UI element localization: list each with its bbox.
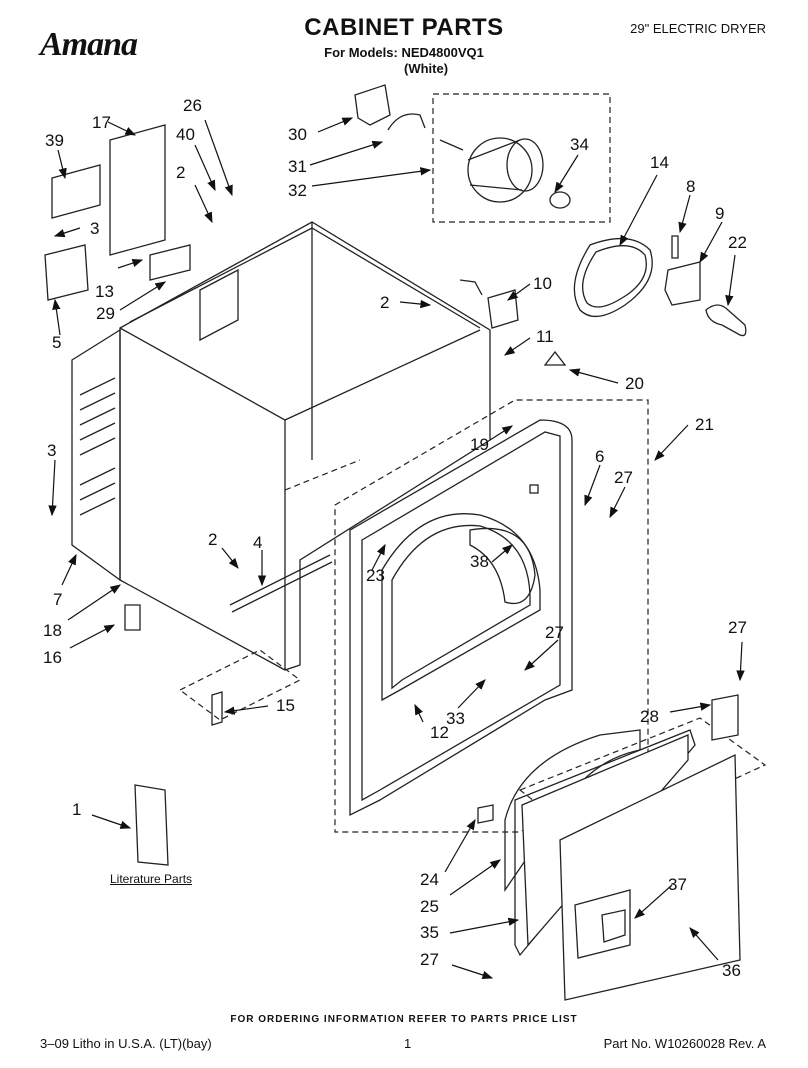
door-hinge [711,694,739,741]
bracket-15 [211,691,223,726]
foot-20 [543,350,567,366]
callout-34: 34 [570,135,589,154]
callout-5: 5 [52,333,61,352]
callout-12: 12 [430,723,449,742]
callout-33: 33 [446,709,465,728]
callout-22: 22 [728,233,747,252]
callout-29: 29 [96,304,115,323]
models-line: For Models: NED4800VQ1 [324,45,484,60]
callout-27c: 27 [728,618,747,637]
callout-23: 23 [366,566,385,585]
ordering-note: FOR ORDERING INFORMATION REFER TO PARTS … [230,1014,578,1025]
door-assembly [504,729,741,1001]
drive-belt [573,237,653,317]
callout-11: 11 [536,327,554,346]
front-panel [349,419,573,817]
callout-20: 20 [625,374,644,393]
callout-1: 1 [72,800,81,819]
screw-8 [671,235,679,259]
callout-25: 25 [420,897,439,916]
page-title: CABINET PARTS [304,14,504,41]
bracket-box [178,649,302,721]
callout-31: 31 [288,157,307,176]
callout-27d: 27 [420,950,439,969]
color-variant: (White) [404,61,449,76]
callout-26: 26 [183,96,202,115]
leader-lines [48,117,745,980]
latch-24 [477,804,494,824]
motor-group-box [432,93,611,223]
callout-3a: 3 [90,219,99,238]
literature-parts-label: Literature Parts [110,872,193,886]
callout-17: 17 [92,113,111,132]
callout-2b: 2 [380,293,389,312]
idler-bracket [664,261,701,306]
callout-27a: 27 [614,468,633,487]
callout-15: 15 [276,696,295,715]
callout-8: 8 [686,177,695,196]
callout-13: 13 [95,282,114,301]
callout-14: 14 [650,153,669,172]
callout-35: 35 [420,923,439,942]
leveling-leg [124,604,141,631]
callout-38: 38 [470,552,489,571]
callout-2a: 2 [176,163,185,182]
callout-39: 39 [45,131,64,150]
page-number: 1 [404,1036,412,1051]
idler-pulley [705,304,747,337]
terminal-block [44,124,191,301]
product-type: 29" ELECTRIC DRYER [630,21,766,36]
callout-19: 19 [470,435,489,454]
callout-7: 7 [53,590,62,609]
callout-36: 36 [722,961,741,980]
litho-code: 3–09 Litho in U.S.A. (LT)(bay) [40,1036,212,1051]
drive-motor [354,84,571,209]
callout-21: 21 [695,415,714,434]
callout-40: 40 [176,125,195,144]
callout-37: 37 [668,875,687,894]
callout-4: 4 [253,533,262,552]
callout-32: 32 [288,181,307,200]
wire-harness [459,279,483,296]
callout-24: 24 [420,870,439,889]
callout-10: 10 [533,274,552,293]
literature-booklet [134,784,169,866]
callout-30: 30 [288,125,307,144]
callout-3b: 3 [47,441,56,460]
callout-27b: 27 [545,623,564,642]
door-assembly-box [518,717,767,846]
callout-6: 6 [595,447,604,466]
part-number: Part No. W10260028 Rev. A [603,1036,766,1051]
callout-18: 18 [43,621,62,640]
switch-10 [487,289,519,329]
callout-2c: 2 [208,530,217,549]
callout-labels: 1 2 2 2 3 3 4 5 6 7 8 9 10 11 12 13 14 1… [43,96,747,980]
callout-9: 9 [715,204,724,223]
brand-logo: Amana [40,26,138,63]
callout-28: 28 [640,707,659,726]
callout-16: 16 [43,648,62,667]
cabinet-body [71,221,491,671]
